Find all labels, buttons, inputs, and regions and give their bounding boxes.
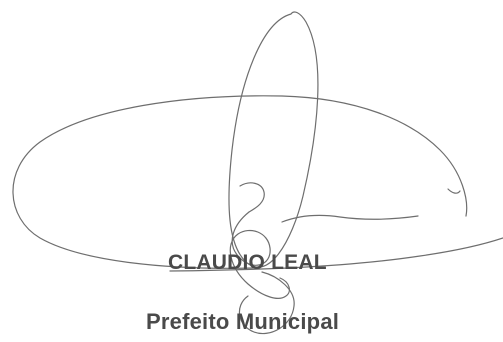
- signature-stroke-figure-eight: [229, 211, 290, 299]
- signature-stroke-bottom-loop: [238, 271, 295, 335]
- signature-stroke-dash: [281, 214, 419, 223]
- signature-stroke-tail: [169, 237, 503, 272]
- signature-stroke-curl-top: [239, 182, 265, 213]
- signer-name: CLAUDIO LEAL: [168, 251, 327, 274]
- signature-stroke-large-loop: [12, 95, 468, 269]
- signature-stroke-tall-loop: [228, 11, 319, 268]
- signature-stroke-hook: [447, 188, 461, 194]
- signer-title: Prefeito Municipal: [146, 309, 340, 334]
